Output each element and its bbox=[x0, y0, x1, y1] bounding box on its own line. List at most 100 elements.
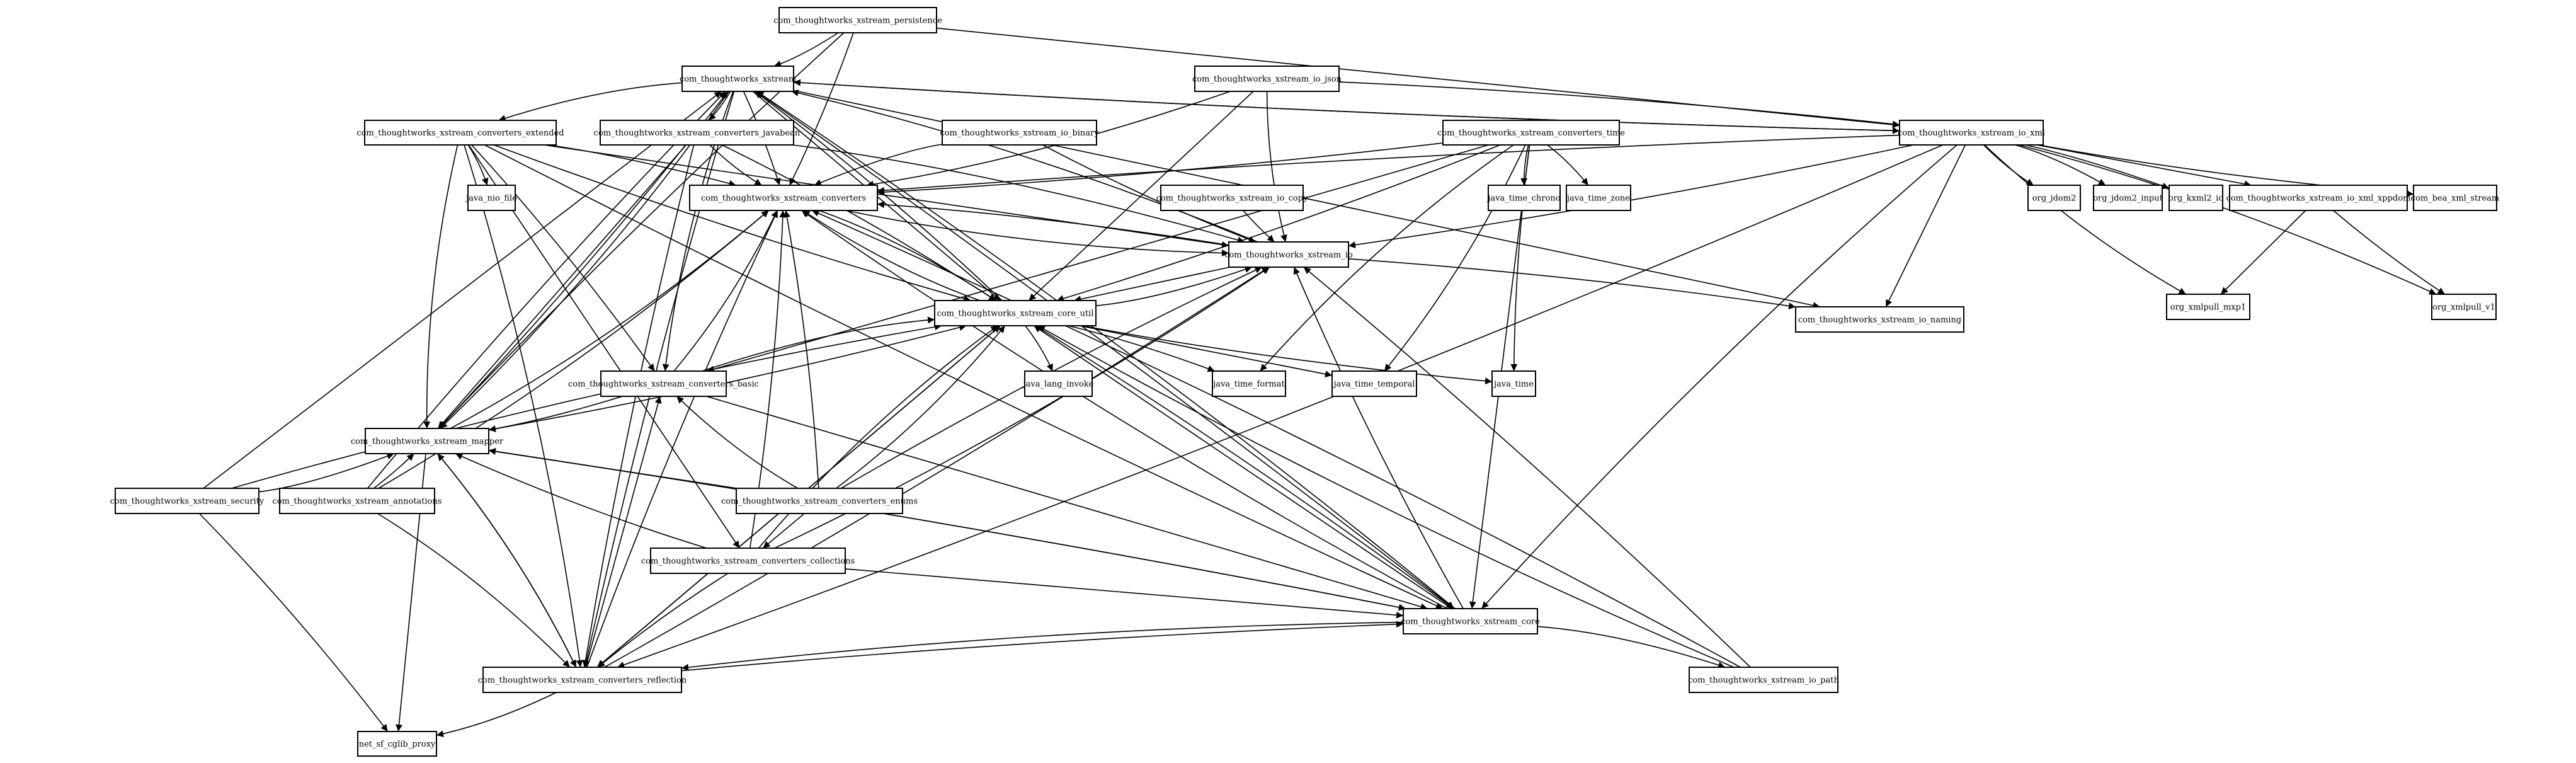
edge-line bbox=[437, 453, 577, 668]
dependency-edge-core-to-converters bbox=[801, 210, 1447, 609]
package-node-io-json[interactable]: com_thoughtworks_xstream_io_json bbox=[1192, 66, 1342, 92]
package-box bbox=[778, 7, 937, 33]
edge-line bbox=[877, 134, 1900, 194]
package-box bbox=[600, 120, 794, 146]
dependency-edge-io_xml-to-org_jdom2_input bbox=[2014, 144, 2106, 186]
package-node-conv-javabean[interactable]: com_thoughtworks_xstream_converters_java… bbox=[594, 120, 801, 146]
package-label: com_thoughtworks_xstream_mapper bbox=[351, 437, 504, 447]
package-node-java-lang-invoke[interactable]: java_lang_invoke bbox=[1022, 370, 1094, 397]
edge-line bbox=[1338, 81, 1900, 128]
package-box bbox=[1212, 370, 1286, 397]
edge-line bbox=[597, 573, 729, 668]
edge-line bbox=[544, 144, 1229, 248]
package-box bbox=[1442, 120, 1620, 146]
dependency-edge-mapper-to-conv_reflection bbox=[437, 453, 577, 668]
package-node-org-kxml2-io[interactable]: org_kxml2_io bbox=[2169, 185, 2223, 211]
edge-line bbox=[877, 142, 1444, 196]
package-box bbox=[1491, 370, 1536, 397]
package-label: java_time bbox=[1493, 380, 1534, 389]
dependency-edge-conv_enums-to-converters bbox=[784, 210, 819, 489]
package-node-mapper[interactable]: com_thoughtworks_xstream_mapper bbox=[351, 428, 504, 454]
package-node-conv-extended[interactable]: com_thoughtworks_xstream_converters_exte… bbox=[356, 120, 564, 146]
dependency-edge-core_util-to-core bbox=[1035, 325, 1454, 609]
edge-line bbox=[437, 144, 687, 429]
dependency-edge-io_xml-to-org_kxml2_io bbox=[2025, 144, 2170, 190]
dependency-edge-io_path-to-core_util bbox=[1037, 325, 1735, 668]
edge-line bbox=[1885, 144, 1966, 307]
package-node-conv-enums[interactable]: com_thoughtworks_xstream_converters_enum… bbox=[721, 488, 918, 514]
dependency-edge-mapper-to-core bbox=[488, 450, 1406, 611]
dependency-edge-io_xml-to-xmlpull_mxp1 bbox=[1984, 144, 2186, 295]
package-node-io[interactable]: com_thoughtworks_xstream_io bbox=[1224, 241, 1353, 268]
dependency-edge-conv_extended-to-conv_reflection bbox=[464, 144, 583, 668]
package-node-io-path[interactable]: com_thoughtworks_xstream_io_path bbox=[1688, 667, 1839, 693]
package-node-io-naming[interactable]: com_thoughtworks_xstream_io_naming bbox=[1795, 306, 1964, 333]
dependency-edge-conv_reflection-to-converters bbox=[586, 210, 778, 668]
dependency-edge-conv_time-to-core_util bbox=[1056, 144, 1501, 302]
edge-line bbox=[681, 621, 1404, 672]
package-label: com_thoughtworks_xstream_annotations bbox=[272, 497, 442, 507]
dependency-edge-conv_collections-to-conv_reflection bbox=[597, 573, 729, 668]
package-node-conv-reflection[interactable]: com_thoughtworks_xstream_converters_refl… bbox=[478, 667, 687, 693]
dependency-edge-io_xml_xppdom-to-xmlpull_v1 bbox=[2333, 210, 2446, 295]
package-node-converters[interactable]: com_thoughtworks_xstream_converters bbox=[689, 185, 878, 211]
dependency-edge-conv_reflection-to-cglib bbox=[436, 692, 557, 738]
package-node-conv-time[interactable]: com_thoughtworks_xstream_converters_time bbox=[1437, 120, 1625, 146]
package-node-org-jdom2-input[interactable]: org_jdom2_input bbox=[2093, 185, 2163, 211]
package-node-core[interactable]: com_thoughtworks_xstream_core bbox=[1401, 608, 1540, 634]
package-node-io-xml[interactable]: com_thoughtworks_xstream_io_xml bbox=[1898, 120, 2045, 146]
edge-line bbox=[585, 396, 662, 668]
package-node-conv-basic[interactable]: com_thoughtworks_xstream_converters_basi… bbox=[568, 370, 759, 397]
package-node-java-nio-file[interactable]: java_nio_file bbox=[465, 185, 517, 211]
package-node-annotations[interactable]: com_thoughtworks_xstream_annotations bbox=[272, 488, 442, 514]
edge-line bbox=[2220, 210, 2306, 295]
package-node-security[interactable]: com_thoughtworks_xstream_security bbox=[110, 488, 265, 514]
package-nodes: com_thoughtworks_xstream_persistence com_… bbox=[110, 7, 2499, 757]
package-node-xmlpull-mxp1[interactable]: org_xmlpull_mxp1 bbox=[2166, 294, 2250, 320]
package-node-io-xml-xppdom[interactable]: com_thoughtworks_xstream_io_xml_xppdom bbox=[2226, 185, 2411, 211]
package-node-conv-collections[interactable]: com_thoughtworks_xstream_converters_coll… bbox=[641, 548, 855, 574]
edge-line bbox=[586, 210, 778, 668]
package-node-java-time-chrono[interactable]: java_time_chrono bbox=[1486, 185, 1561, 211]
package-box bbox=[2093, 185, 2163, 211]
package-label: com_thoughtworks_xstream_core bbox=[1401, 617, 1540, 627]
dependency-edges bbox=[198, 27, 2446, 738]
package-node-com-bea[interactable]: com_bea_xml_stream bbox=[2411, 185, 2499, 211]
edge-line bbox=[793, 79, 1900, 132]
package-node-cglib[interactable]: net_sf_cglib_proxy bbox=[357, 731, 437, 757]
package-label: org_jdom2 bbox=[2032, 194, 2077, 204]
dependency-edge-conv_collections-to-core bbox=[845, 568, 1404, 619]
package-node-io-binary[interactable]: com_thoughtworks_xstream_io_binary bbox=[940, 120, 1099, 146]
package-node-xstream[interactable]: com_thoughtworks_xstream bbox=[680, 66, 796, 92]
dependency-edge-io-to-xstream bbox=[791, 89, 1258, 243]
dependency-edge-conv_enums-to-conv_basic bbox=[676, 396, 798, 489]
package-label: java_time_temporal bbox=[1333, 380, 1415, 389]
edge-line bbox=[1025, 325, 1054, 372]
dependency-edge-conv_basic-to-mapper bbox=[488, 396, 623, 432]
edge-line bbox=[2019, 144, 2437, 295]
edge-line bbox=[811, 210, 1741, 668]
package-label: org_kxml2_io bbox=[2169, 194, 2223, 204]
package-node-io-copy[interactable]: com_thoughtworks_xstream_io_copy bbox=[1156, 185, 1308, 211]
dependency-edge-core_util-to-io bbox=[1095, 266, 1252, 306]
dependency-edge-io_path-to-converters bbox=[811, 210, 1741, 668]
package-node-org-jdom2[interactable]: org_jdom2 bbox=[2027, 185, 2081, 211]
dependency-edge-conv_extended-to-core bbox=[484, 144, 1444, 609]
package-node-java-time-temporal[interactable]: java_time_temporal bbox=[1331, 370, 1417, 397]
package-node-java-time-format[interactable]: java_time_format bbox=[1212, 370, 1286, 397]
dependency-edge-io_json-to-core_util bbox=[1028, 91, 1254, 301]
package-node-java-time[interactable]: java_time bbox=[1491, 370, 1536, 397]
package-node-java-time-zone[interactable]: java_time_zone bbox=[1566, 185, 1631, 211]
dependency-edge-io_json-to-io bbox=[1266, 91, 1287, 243]
package-node-xmlpull-v1[interactable]: org_xmlpull_v1 bbox=[2431, 294, 2497, 320]
edge-line bbox=[1303, 267, 1751, 668]
package-node-core-util[interactable]: com_thoughtworks_xstream_core_util bbox=[934, 300, 1097, 326]
edge-line bbox=[488, 396, 623, 432]
package-box bbox=[934, 300, 1097, 326]
edge-line bbox=[1384, 144, 1526, 372]
dependency-edge-conv_extended-to-conv_basic bbox=[471, 144, 655, 372]
edge-line bbox=[802, 210, 981, 301]
package-box bbox=[600, 370, 727, 397]
package-node-persistence[interactable]: com_thoughtworks_xstream_persistence bbox=[773, 7, 942, 33]
